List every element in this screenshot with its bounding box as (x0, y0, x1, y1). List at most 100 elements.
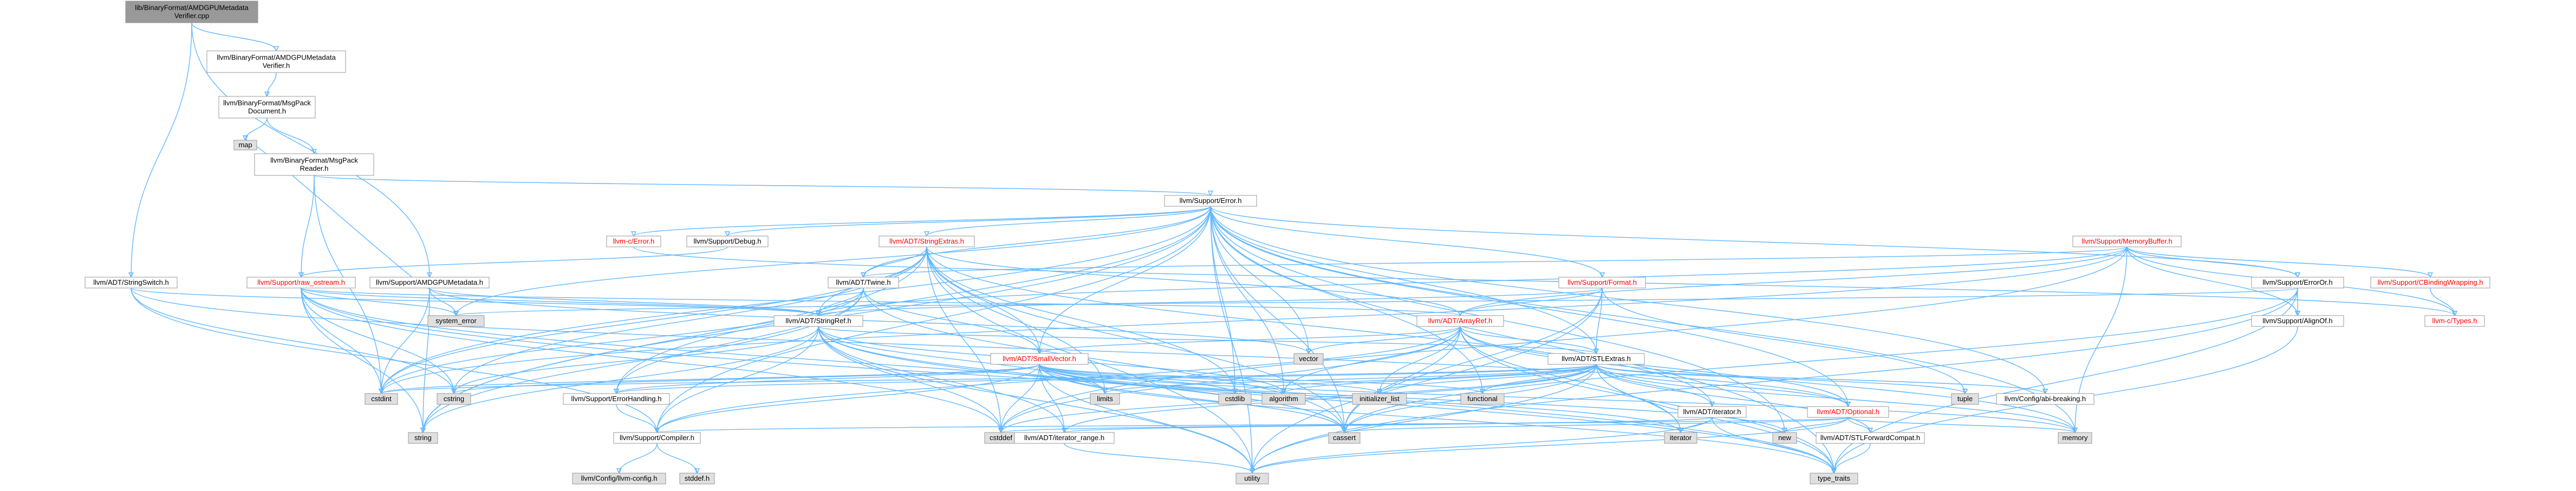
node-label: llvm/Config/abi-breaking.h (2005, 395, 2086, 403)
node-optional[interactable]: llvm/ADT/Optional.h (1807, 406, 1889, 418)
node-iterator-h[interactable]: llvm/ADT/iterator.h (1677, 406, 1747, 418)
node-cbinding[interactable]: llvm/Support/CBindingWrapping.h (2370, 277, 2490, 289)
node-label: llvm/ADT/SmallVector.h (1003, 355, 1076, 363)
node-errorhandling[interactable]: llvm/Support/ErrorHandling.h (563, 393, 670, 405)
edge-support_error-to-c_error (630, 206, 1211, 237)
edge-support_error-to-system_error (453, 206, 1211, 317)
edge-optional-to-compiler (654, 417, 1849, 434)
edge-stlextras-to-abi_breaking (1596, 364, 2048, 395)
node-label: llvm/ADT/iterator_range.h (1024, 434, 1104, 442)
node-label: llvm/ADT/ArrayRef.h (1428, 317, 1492, 325)
edge-stringextras-to-string (420, 246, 927, 434)
edge-memorybuffer-to-memory (2072, 246, 2128, 434)
node-compiler[interactable]: llvm/Support/Compiler.h (613, 432, 701, 444)
node-c-types[interactable]: llvm-c/Types.h (2424, 315, 2485, 327)
node-stlforward[interactable]: llvm/ADT/STLForwardCompat.h (1816, 432, 1925, 444)
node-label: llvm/ADT/STLForwardCompat.h (1820, 434, 1920, 442)
dependency-nodes: lib/BinaryFormat/AMDGPUMetadataVerifier.… (84, 1, 2490, 485)
node-cstdint: cstdint (365, 393, 398, 405)
node-label: cstddef (990, 434, 1012, 442)
node-label: llvm/Config/llvm-config.h (581, 474, 658, 482)
node-label: vector (1299, 355, 1318, 363)
node-label: functional (1467, 395, 1498, 403)
edge-stlextras-to-tuple (1596, 364, 1968, 395)
edge-memorybuffer-to-twine (860, 246, 2128, 278)
node-label: llvm/ADT/StringSwitch.h (93, 278, 168, 286)
edge-stringextras-to-arrayref (926, 246, 1463, 317)
edge-smallvector-to-cstring (451, 364, 1040, 395)
node-label: llvm/Support/AlignOf.h (2262, 317, 2332, 325)
node-cstdlib: cstdlib (1218, 393, 1252, 405)
node-alignof[interactable]: llvm/Support/AlignOf.h (2251, 315, 2344, 327)
edge-smallvector-to-compiler (654, 364, 1040, 434)
node-label: llvm/Support/CBindingWrapping.h (2378, 278, 2483, 286)
edge-stringref-to-string (420, 326, 819, 434)
node-label: llvm/Support/raw_ostream.h (257, 278, 345, 286)
node-label: llvm/ADT/Optional.h (1817, 408, 1879, 416)
node-label: system_error (435, 317, 477, 325)
node-c-error[interactable]: llvm-c/Error.h (606, 235, 661, 247)
edge-debug_h-to-raw_ostream (298, 246, 728, 278)
edge-smallvector-to-limits (1039, 364, 1108, 395)
node-stddef: stddef.h (679, 473, 715, 485)
edge-optional-to-memory (1848, 417, 2078, 434)
edge-compiler-to-stddef (656, 443, 700, 474)
node-smallvector[interactable]: llvm/ADT/SmallVector.h (990, 353, 1089, 365)
edge-arrayref-to-iterator (1460, 326, 1684, 434)
node-cassert: cassert (1328, 432, 1361, 444)
edge-smallvector-to-errorhandling (613, 364, 1040, 395)
node-arrayref[interactable]: llvm/ADT/ArrayRef.h (1416, 315, 1504, 327)
node-label: iterator (1670, 434, 1692, 442)
edge-root-to-verifier_h (191, 22, 279, 52)
node-twine[interactable]: llvm/ADT/Twine.h (828, 277, 899, 289)
node-debug-h[interactable]: llvm/Support/Debug.h (686, 235, 769, 247)
edge-smallvector-to-initializer_list (1039, 364, 1383, 395)
node-new: new (1772, 432, 1797, 444)
edge-amdgpumetadata-to-cstdint (378, 287, 430, 395)
node-label: llvm/ADT/Twine.h (836, 278, 890, 286)
edge-twine-to-errorhandling (613, 287, 864, 395)
node-stlextras[interactable]: llvm/ADT/STLExtras.h (1547, 353, 1645, 365)
edge-compiler-to-llvm_config (616, 443, 658, 474)
node-verifier-h[interactable]: llvm/BinaryFormat/AMDGPUMetadataVerifier… (206, 50, 346, 73)
edge-iterator_range-to-utility (1064, 443, 1256, 474)
edge-raw_ostream-to-cassert (301, 287, 1348, 434)
node-label: cstdint (371, 395, 392, 403)
node-stringextras[interactable]: llvm/ADT/StringExtras.h (879, 235, 975, 247)
node-root[interactable]: lib/BinaryFormat/AMDGPUMetadataVerifier.… (125, 1, 258, 23)
edge-erroror-to-system_error (453, 287, 2298, 317)
node-label: algorithm (1269, 395, 1298, 403)
node-abi-breaking[interactable]: llvm/Config/abi-breaking.h (1996, 393, 2094, 405)
edge-errorhandling-to-compiler (616, 404, 660, 434)
node-label: llvm-c/Types.h (2432, 317, 2477, 325)
node-label: llvm-c/Error.h (613, 237, 655, 245)
node-format[interactable]: llvm/Support/Format.h (1558, 277, 1646, 289)
node-label: Document.h (248, 107, 286, 115)
edge-root-to-stringswitch (128, 22, 192, 278)
edge-arrayref-to-stlextras (1460, 326, 1599, 355)
node-iterator-range[interactable]: llvm/ADT/iterator_range.h (1014, 432, 1115, 444)
node-label: initializer_list (1359, 395, 1400, 403)
node-memorybuffer[interactable]: llvm/Support/MemoryBuffer.h (2072, 235, 2182, 247)
node-erroror[interactable]: llvm/Support/ErrorOr.h (2251, 277, 2344, 289)
node-support-error[interactable]: llvm/Support/Error.h (1164, 195, 1257, 207)
node-amdgpumetadata[interactable]: llvm/Support/AMDGPUMetadata.h (369, 277, 490, 289)
node-label: new (1778, 434, 1791, 442)
edge-smallvector-to-functional (1039, 364, 1486, 395)
node-label: memory (2063, 434, 2088, 442)
node-cstring: cstring (437, 393, 471, 405)
edge-stlextras-to-optional (1596, 364, 1851, 408)
node-label: llvm/Support/ErrorHandling.h (571, 395, 662, 403)
edge-format-to-arrayref (1457, 287, 1603, 317)
edge-support_error-to-vector (1210, 206, 1312, 355)
node-label: llvm/Support/Compiler.h (620, 434, 694, 442)
node-stringswitch[interactable]: llvm/ADT/StringSwitch.h (84, 277, 178, 289)
node-map: map (233, 140, 257, 150)
node-stringref[interactable]: llvm/ADT/StringRef.h (773, 315, 863, 327)
edge-msgpack_reader-to-support_error (314, 175, 1214, 197)
edge-memorybuffer-to-cstdint (378, 246, 2128, 395)
node-raw-ostream[interactable]: llvm/Support/raw_ostream.h (246, 277, 356, 289)
